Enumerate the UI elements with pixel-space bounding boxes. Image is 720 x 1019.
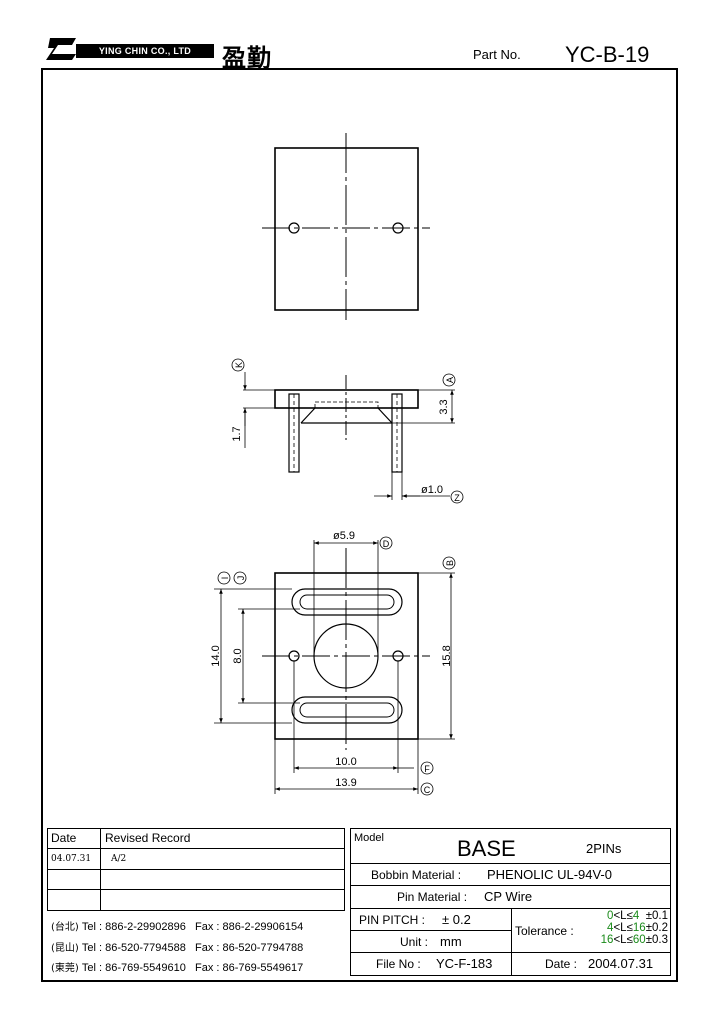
revision-record: A/2 (111, 854, 127, 864)
callout-i: I (220, 577, 230, 580)
contact-fax: Fax : 886-2-29906154 (195, 921, 304, 933)
company-chinese-name: 盈勤 (222, 43, 272, 72)
contact-region: (東莞) (51, 963, 79, 974)
date-header: Date (51, 831, 77, 845)
revision-table: Date Revised Record 04.07.31 A/2 (台北) Te… (47, 828, 345, 976)
callout-d: D (383, 539, 390, 549)
date-label: Date : (545, 957, 578, 971)
callout-a: A (445, 377, 455, 383)
file-no-label: File No : (376, 957, 421, 971)
contact-row-dongguan: (東莞) Tel : 86-769-5549610 Fax : 86-769-5… (51, 959, 303, 974)
callout-f: F (424, 764, 430, 774)
contact-fax: Fax : 86-520-7794788 (195, 942, 304, 954)
tolerance-row: 16<L≤60±0.3 (600, 934, 668, 946)
revision-date: 04.07.31 (51, 854, 92, 864)
callout-b: B (445, 560, 455, 566)
bottom-view-labels: ø5.9 D B I J 14.0 8.0 15.8 10.0 F 13.9 C (210, 530, 456, 796)
callout-c: C (424, 785, 431, 795)
dim-8-0: 8.0 (232, 648, 244, 663)
bobbin-material-value: PHENOLIC UL-94V-0 (487, 867, 612, 882)
tolerance-row: 0<L≤4 ±0.1 (607, 910, 668, 922)
model-label: Model (354, 832, 384, 844)
company-name: YING CHIN CO., LTD (76, 44, 214, 58)
unit-value: mm (440, 934, 462, 949)
model-value: BASE (457, 836, 516, 861)
contact-row-kunshan: (昆山) Tel : 86-520-7794588 Fax : 86-520-7… (51, 939, 303, 954)
callout-j: J (236, 576, 246, 581)
drawing-frame (41, 68, 678, 982)
dim-14-0: 14.0 (210, 645, 222, 666)
contact-tel: Tel : 86-520-7794588 (81, 942, 186, 954)
contact-tel: Tel : 886-2-29902896 (81, 921, 186, 933)
contact-fax: Fax : 86-769-5549617 (195, 962, 304, 974)
callout-z: Z (454, 493, 460, 503)
file-no-value: YC-F-183 (436, 956, 493, 971)
pin-count: 2PINs (586, 841, 622, 856)
technical-drawing: K A 3.3 1.7 ø1.0 Z (210, 133, 464, 796)
bobbin-material-label: Bobbin Material : (371, 868, 462, 882)
pin-pitch-label: PIN PITCH : (359, 913, 426, 927)
tolerance-label: Tolerance : (515, 924, 574, 938)
dim-15-8: 15.8 (441, 645, 453, 666)
date-value: 2004.07.31 (588, 956, 654, 971)
contact-region: (台北) (51, 922, 79, 933)
pin-diameter: ø1.0 (421, 484, 443, 496)
callout-k: K (234, 362, 244, 368)
side-view-labels: K A 3.3 1.7 ø1.0 Z (231, 358, 464, 504)
part-no-value: YC-B-19 (565, 42, 650, 67)
contact-row-taipei: (台北) Tel : 886-2-29902896 Fax : 886-2-29… (51, 918, 303, 933)
top-view (262, 133, 430, 320)
dim-1-7: 1.7 (231, 426, 243, 441)
bottom-view (214, 540, 455, 794)
pin-material-label: Pin Material : (397, 890, 468, 904)
unit-label: Unit : (400, 935, 429, 949)
info-table: Model BASE 2PINs Bobbin Material : PHENO… (350, 828, 671, 976)
side-view (243, 372, 455, 500)
revised-record-header: Revised Record (105, 831, 191, 845)
dim-13-9: 13.9 (335, 777, 356, 789)
company-logo (46, 38, 76, 60)
contact-tel: Tel : 86-769-5549610 (81, 962, 186, 974)
contact-region: (昆山) (51, 943, 79, 954)
dim-3-3: 3.3 (438, 399, 450, 414)
pin-material-value: CP Wire (484, 889, 533, 904)
pin-pitch-value: ± 0.2 (442, 912, 471, 927)
dim-dia-5-9: ø5.9 (333, 530, 355, 542)
dim-10-0: 10.0 (335, 756, 356, 768)
tolerance-list: 0<L≤4 ±0.1 4<L≤16±0.2 16<L≤60±0.3 (575, 910, 668, 946)
tolerance-row: 4<L≤16±0.2 (607, 922, 668, 934)
part-no-label: Part No. (473, 47, 521, 62)
